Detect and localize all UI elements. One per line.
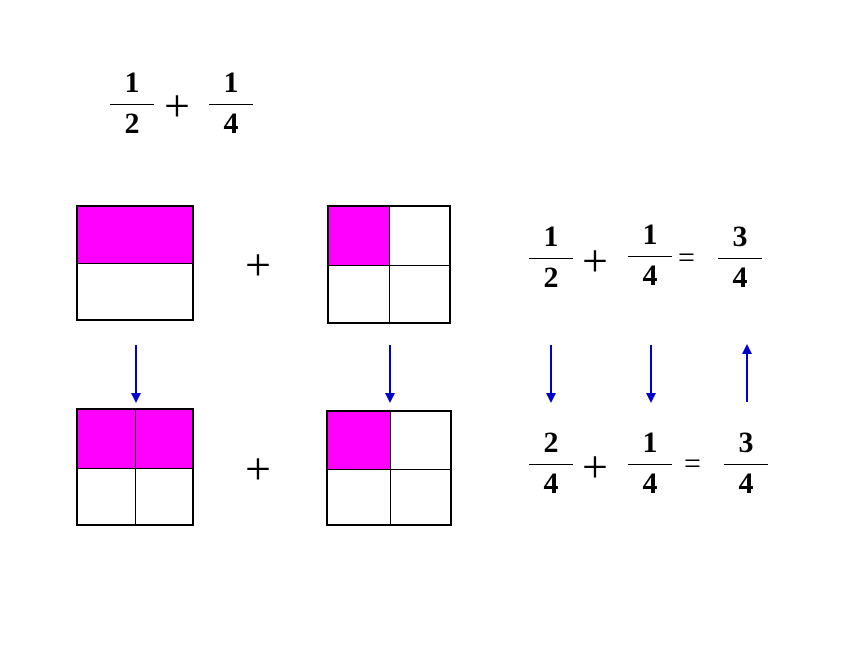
denominator: 2 <box>543 261 559 294</box>
quarter-shaded-rectangle <box>327 205 451 324</box>
arrow-down-icon <box>131 345 141 403</box>
numerator: 1 <box>223 66 239 99</box>
divider-horizontal <box>78 468 192 469</box>
numerator: 1 <box>642 426 658 459</box>
denominator: 4 <box>738 467 754 500</box>
denominator: 4 <box>642 259 658 292</box>
plus-sign: + <box>164 80 190 131</box>
divider-horizontal <box>329 265 449 266</box>
half-shaded-rectangle <box>76 205 194 321</box>
header-fraction-b: 1 4 <box>209 68 253 143</box>
eq1-fraction-b: 1 4 <box>628 220 672 295</box>
arrow-down-icon <box>546 345 556 403</box>
fraction-bar <box>529 258 573 259</box>
plus-sign: + <box>582 235 608 286</box>
fraction-bar <box>718 258 762 259</box>
plus-sign: + <box>245 443 271 494</box>
divider-vertical <box>390 412 391 524</box>
numerator: 3 <box>738 426 754 459</box>
numerator: 3 <box>732 220 748 253</box>
shaded-quarter <box>329 207 389 265</box>
plus-sign: + <box>245 239 271 290</box>
shaded-half <box>78 207 192 263</box>
denominator: 4 <box>223 107 239 140</box>
two-quarters-shaded-rectangle <box>76 408 194 526</box>
fraction-bar <box>209 104 253 105</box>
eq1-fraction-a: 1 2 <box>529 222 573 297</box>
eq1-result: 3 4 <box>718 222 762 297</box>
denominator: 2 <box>124 107 140 140</box>
shaded-quarter <box>328 412 390 469</box>
equals-sign: = <box>684 447 701 480</box>
fraction-bar <box>110 104 154 105</box>
fraction-bar <box>628 256 672 257</box>
numerator: 1 <box>543 220 559 253</box>
arrow-down-icon <box>646 345 656 403</box>
eq2-result: 3 4 <box>724 428 768 503</box>
numerator: 1 <box>124 66 140 99</box>
eq2-fraction-b: 1 4 <box>628 428 672 503</box>
quarter-shaded-rectangle <box>326 410 452 526</box>
equals-sign: = <box>678 241 695 274</box>
divider-vertical <box>389 207 390 322</box>
eq2-fraction-a: 2 4 <box>529 428 573 503</box>
fraction-bar <box>724 464 768 465</box>
numerator: 1 <box>642 218 658 251</box>
arrow-down-icon <box>385 345 395 403</box>
denominator: 4 <box>543 467 559 500</box>
denominator: 4 <box>642 467 658 500</box>
arrow-up-icon <box>742 344 752 402</box>
divider-vertical <box>135 410 136 524</box>
divider-horizontal <box>78 263 192 264</box>
divider-horizontal <box>328 469 450 470</box>
fraction-bar <box>628 464 672 465</box>
plus-sign: + <box>582 441 608 492</box>
numerator: 2 <box>543 426 559 459</box>
header-fraction-a: 1 2 <box>110 68 154 143</box>
fraction-bar <box>529 464 573 465</box>
denominator: 4 <box>732 261 748 294</box>
